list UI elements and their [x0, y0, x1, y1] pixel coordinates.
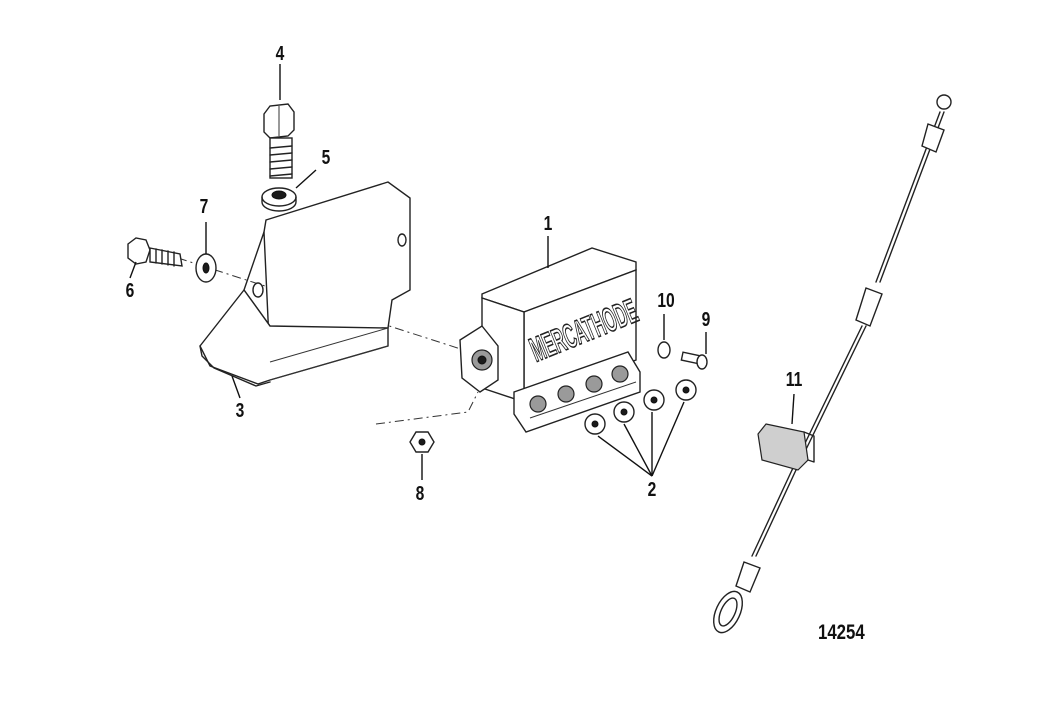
flat-washer-side[interactable]: [195, 253, 217, 283]
terminal-nuts[interactable]: [584, 379, 697, 435]
flat-washer-top[interactable]: [261, 187, 297, 212]
callout-leader-lines: [129, 64, 795, 480]
terminal-nut[interactable]: [613, 401, 635, 423]
callout-1-controller[interactable]: 1: [543, 213, 553, 235]
callout-7-washer[interactable]: 7: [199, 196, 209, 218]
callout-2-terminal-nuts[interactable]: 2: [647, 479, 657, 501]
terminal-nut[interactable]: [584, 413, 606, 435]
callout-5-washer[interactable]: 5: [321, 147, 331, 169]
callout-9-screw[interactable]: 9: [701, 309, 711, 331]
hex-nut[interactable]: [409, 431, 435, 453]
ferrite-choke[interactable]: [757, 423, 815, 471]
small-screw[interactable]: [680, 351, 708, 370]
mercathode-controller[interactable]: [459, 247, 641, 433]
hex-bolt-vertical[interactable]: [263, 103, 295, 179]
figure-number: 14254: [818, 621, 865, 644]
callout-6-bolt[interactable]: 6: [125, 280, 135, 302]
small-nut[interactable]: [657, 341, 671, 359]
callout-8-nut[interactable]: 8: [415, 483, 425, 505]
mounting-bracket[interactable]: [199, 181, 411, 387]
callout-11-ground-wire[interactable]: 11: [785, 369, 803, 391]
hex-bolt-horizontal[interactable]: [127, 237, 183, 267]
callout-10-nut[interactable]: 10: [657, 290, 675, 312]
terminal-nut[interactable]: [675, 379, 697, 401]
ground-wire-lead[interactable]: [708, 94, 952, 637]
terminal-nut[interactable]: [643, 389, 665, 411]
callout-4-bolt[interactable]: 4: [275, 43, 285, 65]
callout-3-bracket[interactable]: 3: [235, 400, 245, 422]
